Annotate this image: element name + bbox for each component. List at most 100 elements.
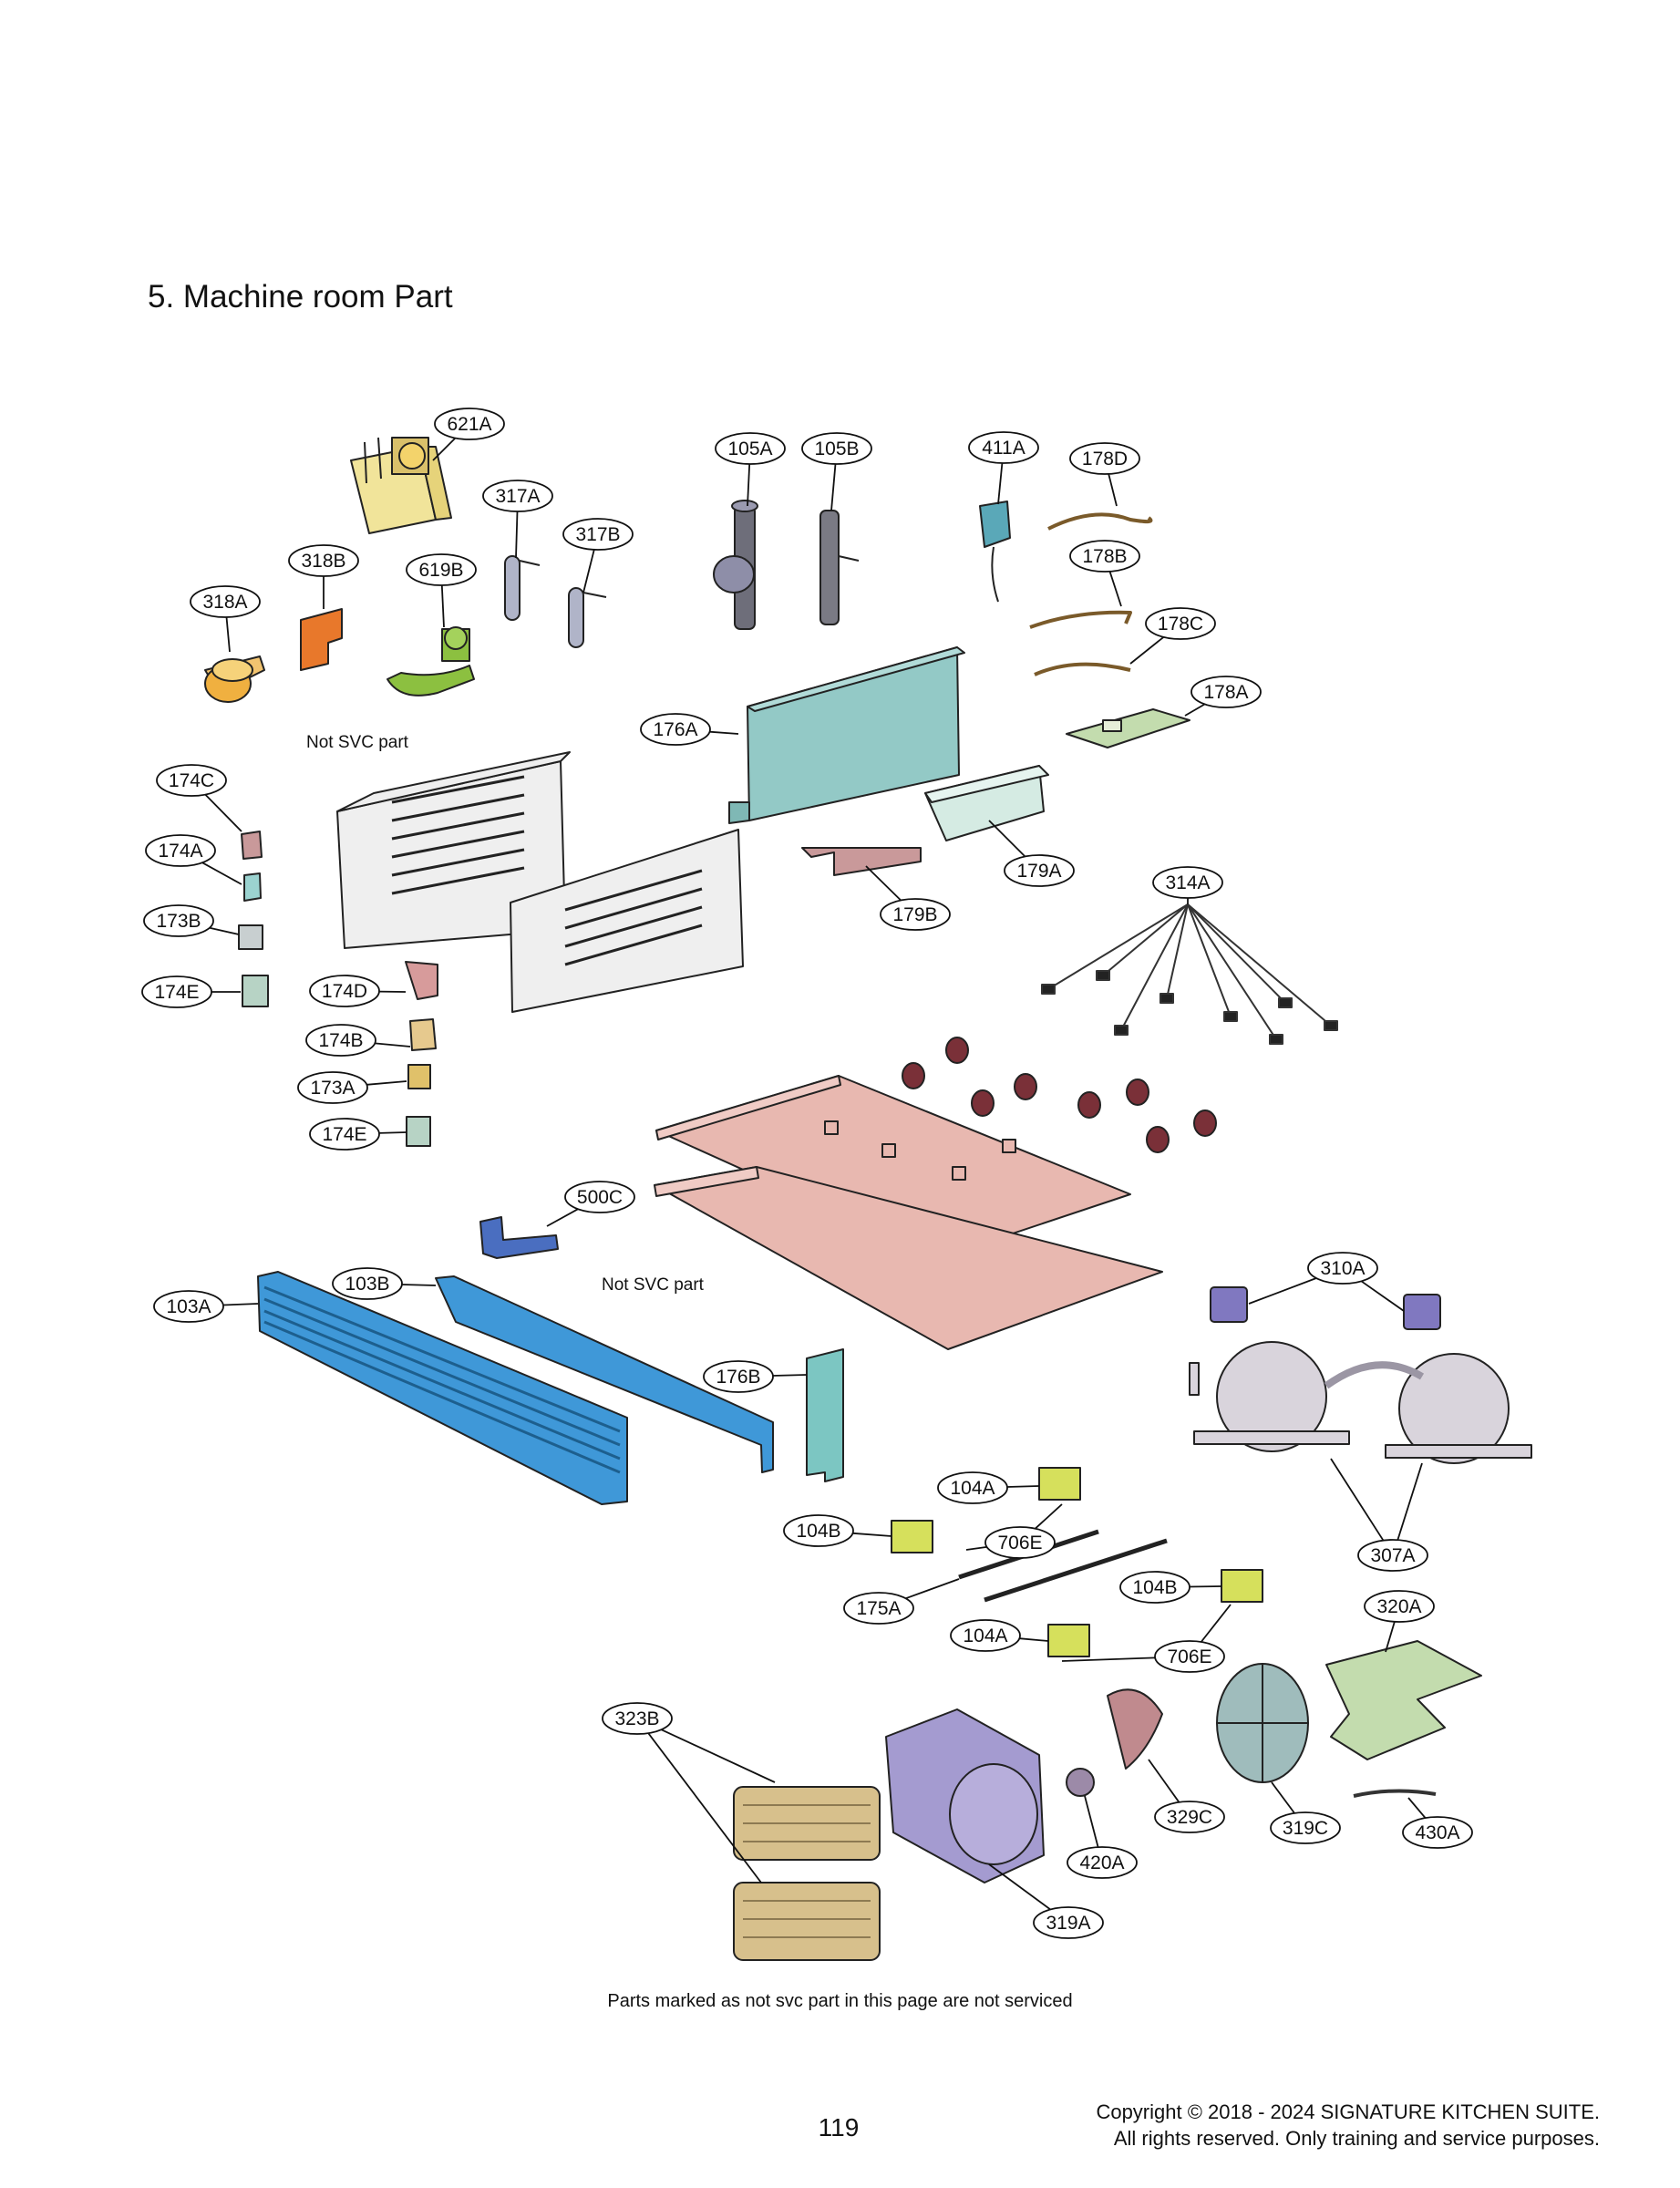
callout-bubble xyxy=(1004,854,1075,887)
leader-line-310a xyxy=(1360,1280,1405,1312)
part-104a-lower-illustration xyxy=(1047,1624,1090,1657)
callout-430a: 430A xyxy=(1402,1816,1473,1849)
callout-label: 420A xyxy=(1079,1853,1124,1873)
part-318b-illustration xyxy=(300,608,343,671)
callout-label: 319A xyxy=(1046,1913,1090,1934)
parts-layer xyxy=(204,437,1532,1961)
callout-319c: 319C xyxy=(1270,1811,1341,1844)
leader-line-176b xyxy=(772,1374,808,1377)
callout-174e: 174E xyxy=(141,975,212,1008)
part-176a-illustration xyxy=(728,646,965,824)
callout-bubble xyxy=(564,1181,635,1213)
callout-176b: 176B xyxy=(703,1360,774,1393)
part-174c-illustration xyxy=(241,831,263,860)
callout-318a: 318A xyxy=(190,585,261,618)
leader-line-178c xyxy=(1129,636,1165,665)
callout-179b: 179B xyxy=(880,898,951,931)
callout-label: 176A xyxy=(653,719,697,740)
callout-label: 706E xyxy=(997,1533,1042,1553)
callout-103a: 103A xyxy=(153,1290,224,1323)
leader-line-178b xyxy=(1108,571,1122,607)
callout-label: 174E xyxy=(154,982,199,1003)
part-621a-illustration xyxy=(350,437,452,534)
callout-label: 318A xyxy=(202,592,247,613)
callout-bubble xyxy=(968,431,1039,464)
callout-label: 319C xyxy=(1283,1818,1328,1839)
callout-bubble xyxy=(482,480,553,512)
callout-label: 318B xyxy=(301,551,345,572)
part-178a-illustration xyxy=(1066,708,1190,748)
callout-label: 173A xyxy=(310,1078,355,1099)
copyright: Copyright © 2018 - 2024 SIGNATURE KITCHE… xyxy=(1096,2099,1600,2152)
leader-line-329c xyxy=(1148,1759,1180,1803)
callout-label: 500C xyxy=(577,1187,623,1208)
part-420a-illustration xyxy=(1066,1768,1095,1797)
callout-173b: 173B xyxy=(143,904,214,937)
callout-317a: 317A xyxy=(482,480,553,512)
callout-178a: 178A xyxy=(1190,676,1262,708)
leader-line-178a xyxy=(1184,703,1206,717)
callout-bubble xyxy=(1364,1590,1435,1623)
callout-label: 105A xyxy=(727,439,772,459)
callout-bubble xyxy=(1033,1906,1104,1939)
leader-line-430a xyxy=(1407,1797,1427,1819)
leader-line-706e xyxy=(1035,1503,1063,1530)
leader-line-173b xyxy=(209,926,240,935)
callout-317b: 317B xyxy=(562,518,634,551)
callout-bubble xyxy=(145,834,216,867)
callout-174a: 174A xyxy=(145,834,216,867)
part-307a-illustration xyxy=(1189,1341,1532,1464)
callout-bubble xyxy=(602,1702,673,1735)
callout-411a: 411A xyxy=(968,431,1039,464)
callout-bubble xyxy=(1357,1539,1428,1572)
leader-line-104b xyxy=(1189,1585,1222,1588)
callout-bubble xyxy=(715,432,786,465)
part-411a-illustration xyxy=(979,501,1011,603)
callout-label: 179A xyxy=(1016,861,1061,882)
part-619b-illustration xyxy=(387,626,475,697)
callout-label: 621A xyxy=(447,414,491,435)
leader-line-174b xyxy=(375,1042,411,1048)
callout-label: 103A xyxy=(166,1296,211,1317)
callout-label: 174C xyxy=(169,770,214,791)
callout-103b: 103B xyxy=(332,1267,403,1300)
callout-104b: 104B xyxy=(1119,1571,1190,1604)
callout-420a: 420A xyxy=(1067,1846,1138,1879)
callout-bubble xyxy=(984,1526,1056,1559)
part-317a-illustration xyxy=(504,555,541,621)
part-174d-illustration xyxy=(405,961,438,1000)
callout-105b: 105B xyxy=(801,432,872,465)
leader-line-317b xyxy=(582,549,595,593)
callout-bubble xyxy=(880,898,951,931)
callout-178b: 178B xyxy=(1069,540,1140,573)
callout-bubble xyxy=(1154,1640,1225,1673)
part-105b-illustration xyxy=(819,510,860,625)
callout-706e: 706E xyxy=(984,1526,1056,1559)
callout-174d: 174D xyxy=(309,975,380,1007)
callout-500c: 500C xyxy=(564,1181,635,1213)
callout-179a: 179A xyxy=(1004,854,1075,887)
callout-bubble xyxy=(332,1267,403,1300)
callout-label: 323B xyxy=(614,1708,659,1729)
callout-label: 317A xyxy=(495,486,540,507)
callout-621a: 621A xyxy=(434,408,505,440)
callout-label: 174E xyxy=(322,1124,366,1145)
part-104b-lower-illustration xyxy=(1221,1569,1263,1603)
callout-label: 706E xyxy=(1167,1646,1211,1667)
copyright-line-1: Copyright © 2018 - 2024 SIGNATURE KITCHE… xyxy=(1096,2100,1600,2123)
callout-bubble xyxy=(156,764,227,797)
leader-line-104a xyxy=(1019,1637,1049,1642)
callout-175a: 175A xyxy=(843,1592,914,1625)
callout-label: 176B xyxy=(716,1367,760,1388)
callout-319a: 319A xyxy=(1033,1906,1104,1939)
not-svc-label-lower: Not SVC part xyxy=(602,1275,705,1295)
leader-line-706e xyxy=(965,1546,987,1551)
part-178d-illustration xyxy=(1047,512,1153,531)
leader-lines xyxy=(201,437,1427,1911)
callout-174b: 174B xyxy=(305,1024,376,1057)
callout-bubble xyxy=(434,408,505,440)
part-174e-left-illustration xyxy=(242,975,269,1007)
callout-bubble xyxy=(801,432,872,465)
